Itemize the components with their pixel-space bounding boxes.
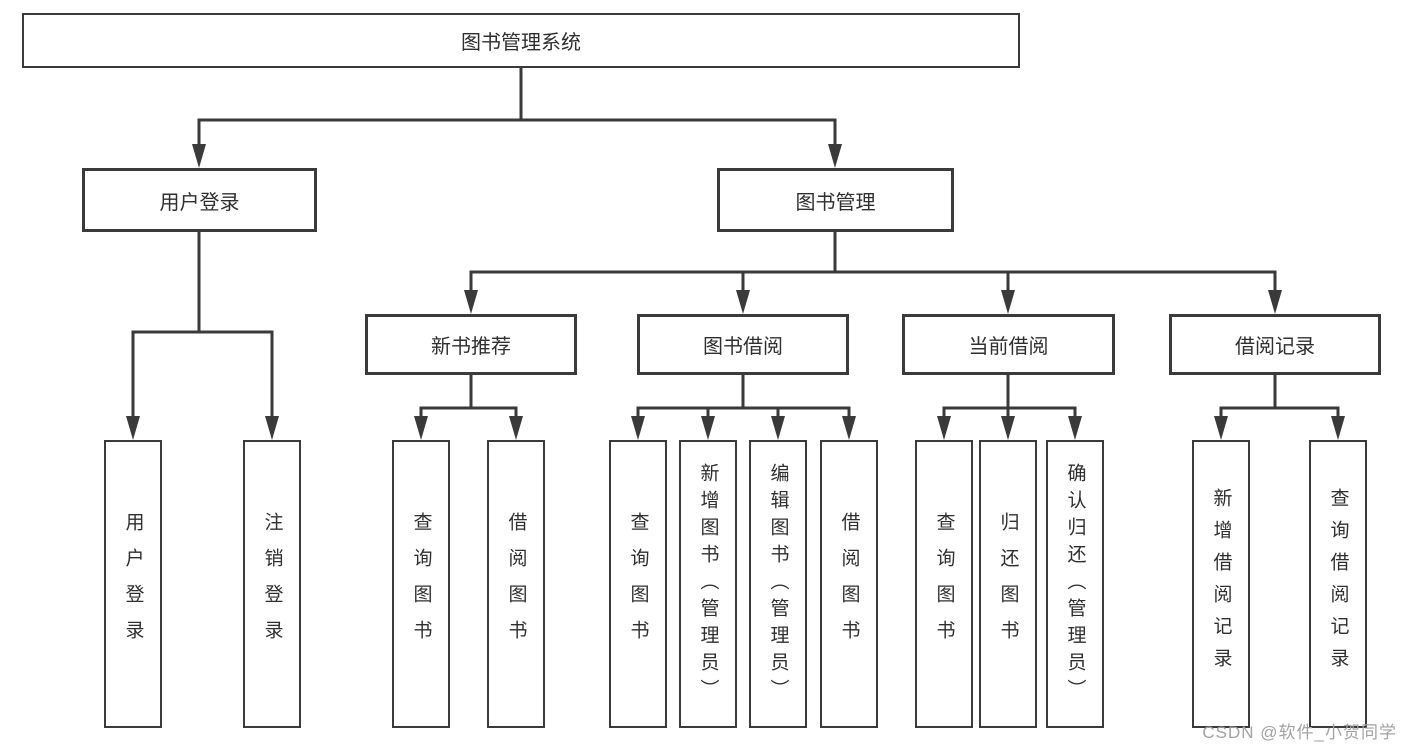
arrowhead-icon [736,290,750,314]
arrowhead-icon [464,290,478,314]
arrowhead-icon [509,416,523,440]
node-label: 查询图书 [933,512,955,656]
node-label: 新增图书（管理员） [697,462,719,706]
node-label: 查询图书 [627,512,649,656]
node-leaf-borrow-books-nb: 借阅图书 [487,440,545,728]
arrowhead-icon [631,416,645,440]
arrowhead-icon [1001,416,1015,440]
node-leaf-return-books: 归还图书 [979,440,1037,728]
arrowhead-icon [828,144,842,168]
node-library-system: 图书管理系统 [22,13,1020,68]
node-leaf-borrow-books-bb: 借阅图书 [820,440,878,728]
node-book-management: 图书管理 [717,168,954,232]
node-label: 借阅图书 [838,512,860,656]
arrowhead-icon [414,416,428,440]
node-label: 图书借阅 [703,336,783,358]
node-leaf-user-login: 用户登录 [104,440,162,728]
arrowhead-icon [842,416,856,440]
node-label: 查询图书 [410,512,432,656]
arrowhead-icon [126,416,140,440]
node-label: 编辑图书（管理员） [767,462,789,706]
node-leaf-confirm-return-admin: 确认归还（管理员） [1046,440,1104,728]
arrowhead-icon [701,416,715,440]
node-label: 当前借阅 [968,336,1049,358]
node-leaf-add-books-admin: 新增图书（管理员） [679,440,737,728]
node-leaf-query-books-cb: 查询图书 [915,440,973,728]
arrowhead-icon [1331,416,1345,440]
watermark: CSDN @软件_小贺同学 [1202,723,1397,742]
arrowhead-icon [1214,416,1228,440]
node-new-book-recommend: 新书推荐 [365,314,577,375]
arrowhead-icon [1068,416,1082,440]
node-leaf-query-books-bb: 查询图书 [609,440,667,728]
node-leaf-edit-books-admin: 编辑图书（管理员） [749,440,807,728]
node-label: 注销登录 [261,512,283,656]
node-label: 用户登录 [159,191,240,214]
arrowhead-icon [265,416,279,440]
node-leaf-add-borrow-record: 新增借阅记录 [1192,440,1250,728]
node-book-borrowing: 图书借阅 [637,314,849,375]
arrowhead-icon [192,144,206,168]
node-current-borrowing: 当前借阅 [902,314,1115,375]
arrowhead-icon [1268,290,1282,314]
node-label: 归还图书 [997,512,1019,656]
node-label: 确认归还（管理员） [1064,462,1086,706]
node-leaf-query-borrow-record: 查询借阅记录 [1309,440,1367,728]
node-label: 查询借阅记录 [1327,488,1349,680]
arrowhead-icon [937,416,951,440]
arrowhead-icon [771,416,785,440]
node-label: 借阅图书 [505,512,527,656]
node-borrowing-records: 借阅记录 [1169,314,1381,375]
node-leaf-query-books-nb: 查询图书 [392,440,450,728]
node-label: 用户登录 [122,512,144,656]
node-label: 借阅记录 [1235,336,1315,358]
node-label: 图书管理 [795,191,876,214]
node-label: 图书管理系统 [461,32,581,54]
arrowhead-icon [1001,290,1015,314]
node-user-login: 用户登录 [82,168,317,232]
node-label: 新书推荐 [431,336,511,358]
node-label: 新增借阅记录 [1210,488,1232,680]
node-leaf-logout: 注销登录 [243,440,301,728]
